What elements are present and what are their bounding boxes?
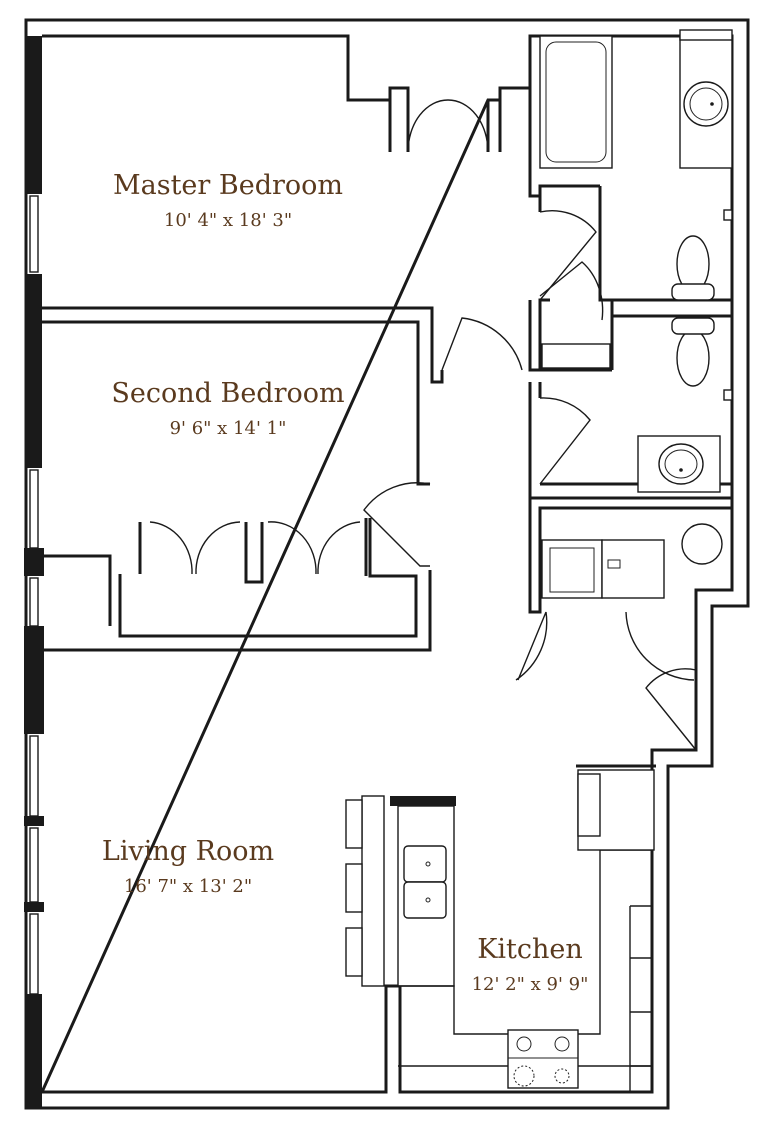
bathtub — [539, 35, 613, 169]
master-bedroom: Master Bedroom 10' 4" x 18' 3" — [42, 99, 523, 486]
sink-left — [403, 845, 447, 883]
kitchen: Kitchen 12' 2" x 9' 9" — [345, 764, 656, 1092]
master-bedroom-name: Master Bedroom — [113, 170, 343, 201]
dryer — [601, 539, 665, 599]
entry-door — [645, 668, 697, 751]
toilet-second — [676, 329, 710, 387]
water-heater — [681, 523, 723, 565]
master-bath — [528, 29, 733, 372]
second-bedroom-name: Second Bedroom — [111, 378, 344, 409]
left-windows — [24, 36, 44, 1108]
second-bedroom: Second Bedroom 9' 6" x 14' 1" — [42, 378, 432, 652]
living-room-dims: 16' 7" x 13' 2" — [124, 876, 252, 897]
range — [507, 1029, 579, 1089]
second-bedroom-dims: 9' 6" x 14' 1" — [170, 418, 287, 439]
kitchen-name: Kitchen — [477, 934, 583, 965]
sink-right — [403, 881, 447, 919]
breakfast-bar — [361, 795, 385, 987]
laundry — [515, 498, 734, 750]
master-bedroom-dims: 10' 4" x 18' 3" — [164, 210, 292, 231]
living-room: Living Room 16' 7" x 13' 2" — [102, 836, 274, 897]
kitchen-dims: 12' 2" x 9' 9" — [472, 974, 589, 995]
living-room-name: Living Room — [102, 836, 274, 867]
second-bath — [528, 317, 733, 500]
washer — [541, 539, 603, 599]
